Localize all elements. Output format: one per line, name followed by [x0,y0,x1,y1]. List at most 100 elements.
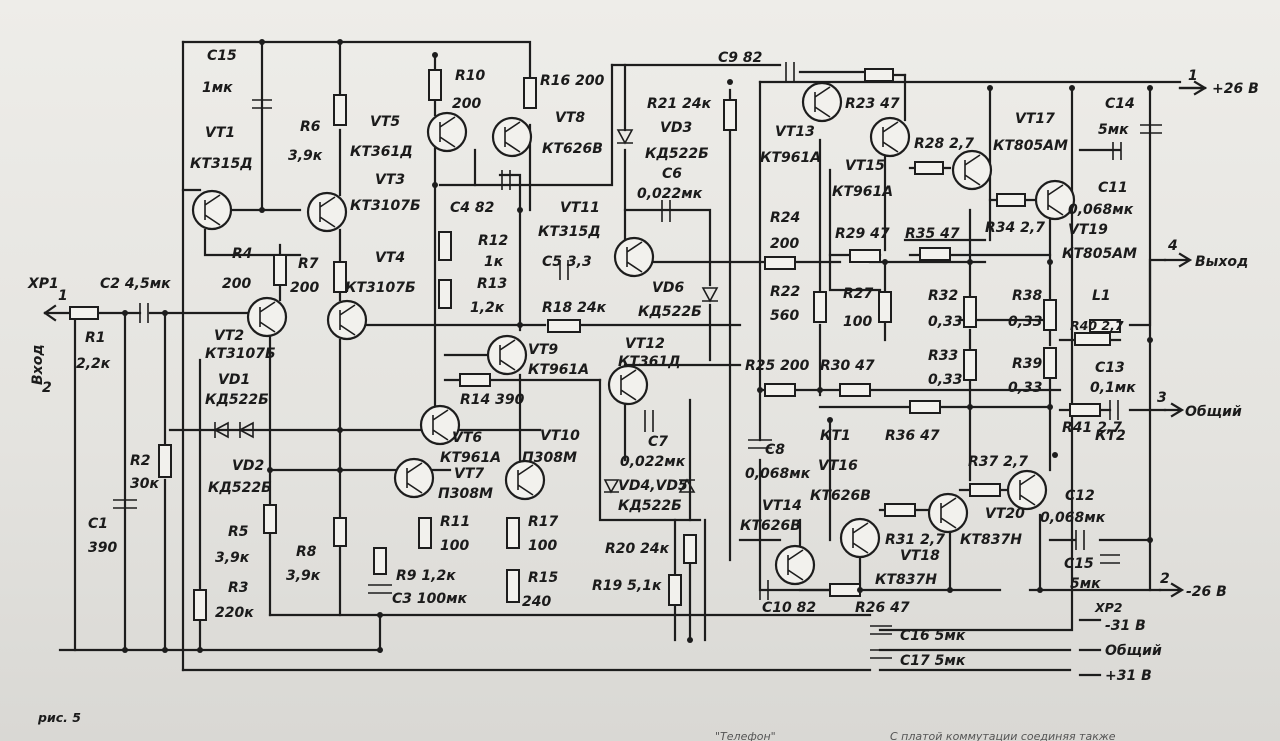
diode-vd2 [238,421,254,439]
label-vt14-type: КТ626В [740,518,801,534]
resistor-r21 [723,99,737,131]
resistor-r38 [1043,347,1057,379]
label-r38-value: 0,33 [1008,314,1043,330]
capacitor-c2 [139,303,149,323]
label-vt8-type: КТ626В [542,141,603,157]
label-c11-value: 0,068мк [1068,202,1134,218]
transistor-vt6 [419,404,461,446]
label-r4-value: 200 [222,276,251,292]
label-r32-name: R32 [928,288,958,304]
junction-dots [122,39,1153,653]
label-c17: С17 5мк [900,653,966,669]
capacitors [113,62,1162,659]
label-r3-name: R3 [228,580,249,596]
resistor-r30 [839,383,871,397]
label-c13-name: С13 [1095,360,1125,376]
label-r13-name: R13 [477,276,507,292]
resistor-r15 [506,569,520,603]
transistor-vt9 [486,334,528,376]
transistor-vt18 [927,492,969,534]
label-c4: С4 82 [450,200,494,216]
resistor-r10 [428,69,442,101]
label-vt16-type: КТ626В [810,488,871,504]
label-c12-value: 0,068мк [1040,510,1106,526]
label-r34: R34 2,7 [985,220,1045,236]
label-c10: С10 82 [762,600,816,616]
label-c16: С16 5мк [900,628,966,644]
transistor-vt14 [774,544,816,586]
transistor-vt10 [504,459,546,501]
label-r27-name: R27 [843,286,874,302]
label-r21: R21 24к [647,96,712,112]
capacitor-c8 [748,439,772,449]
resistor-r18 [547,319,581,333]
label-pin2-right: 2 [1160,571,1170,587]
transistor-vt2 [246,296,288,338]
transistor-vt20 [1006,469,1048,511]
label-r6-name: R6 [300,119,321,135]
label-vt20-type: КТ837Н [960,532,1022,548]
label-output: Выход [1195,254,1248,270]
resistor-r28 [914,161,944,175]
resistor-r31 [884,503,916,517]
capacitor-c5 [559,260,569,280]
capacitor-c7 [644,410,654,432]
label-vt10-type: П308М [522,450,577,466]
label-vt15-type: КТ961А [832,184,893,200]
label-r8-value: 3,9к [286,568,321,584]
label-vt11-name: VT11 [560,200,600,216]
resistor-r24 [764,256,796,270]
label-vt17-type: КТ805АМ [993,138,1068,154]
label-c9: С9 82 [718,50,762,66]
label-vt11-type: КТ315Д [538,224,601,240]
label-vt15-name: VT15 [845,158,885,174]
resistor-r32 [963,296,977,328]
label-vt4-name: VT4 [375,250,405,266]
label-vt3-name: VT3 [375,172,405,188]
label-r10-value: 200 [452,96,481,112]
label-kt2: КТ2 [1095,428,1126,444]
label-c2: С2 4,5мк [100,276,171,292]
label-pin1-right: 1 [1188,68,1198,84]
label-xp2: XP2 [1094,600,1123,615]
label-vt8-name: VT8 [555,110,585,126]
resistor-r8 [333,517,347,547]
connector-labels: XP1 1 2 Вход 1 +26 В 4 Выход 3 Общий 2 -… [27,68,1259,684]
label-c7-name: С7 [648,434,668,450]
footer-text-1: "Телефон" [715,730,776,741]
footer-text-2: С платой коммутации соединяя также [890,730,1116,741]
capacitor-c16 [870,625,892,635]
transistor-vt19 [1034,179,1076,221]
label-input: Вход [30,344,46,385]
resistor-r17 [506,517,520,549]
label-r20: R20 24к [605,541,670,557]
diode-vd4 [603,479,620,494]
resistor-r4 [273,254,287,286]
label-r7-name: R7 [298,256,319,272]
resistor-r37 [969,483,1001,497]
capacitor-c10 [759,580,769,600]
resistor-r19 [668,574,682,606]
label-common2: Общий [1105,643,1162,659]
label-r19: R19 5,1к [592,578,662,594]
label-vd3-name: VD3 [660,120,692,136]
capacitor-c13 [1109,400,1119,420]
capacitor-c6 [661,200,671,222]
label-vt14-name: VT14 [762,498,802,514]
resistor-r3 [193,589,207,621]
transistor-vt1 [191,189,233,231]
label-vt19-type: КТ805АМ [1062,246,1137,262]
resistors [69,68,1121,621]
label-vd4vd5-name: VD4,VD5 [618,478,688,494]
transistor-vt13 [801,81,843,123]
capacitor-c1 [113,499,137,509]
capacitor-c3 [368,584,392,594]
label-c12-name: С12 [1065,488,1095,504]
transistor-vt16 [839,517,881,559]
label-c6-value: 0,022мк [637,186,703,202]
label-r15-value: 240 [522,594,551,610]
label-r27-value: 100 [843,314,872,330]
transistor-vt4 [326,299,368,341]
